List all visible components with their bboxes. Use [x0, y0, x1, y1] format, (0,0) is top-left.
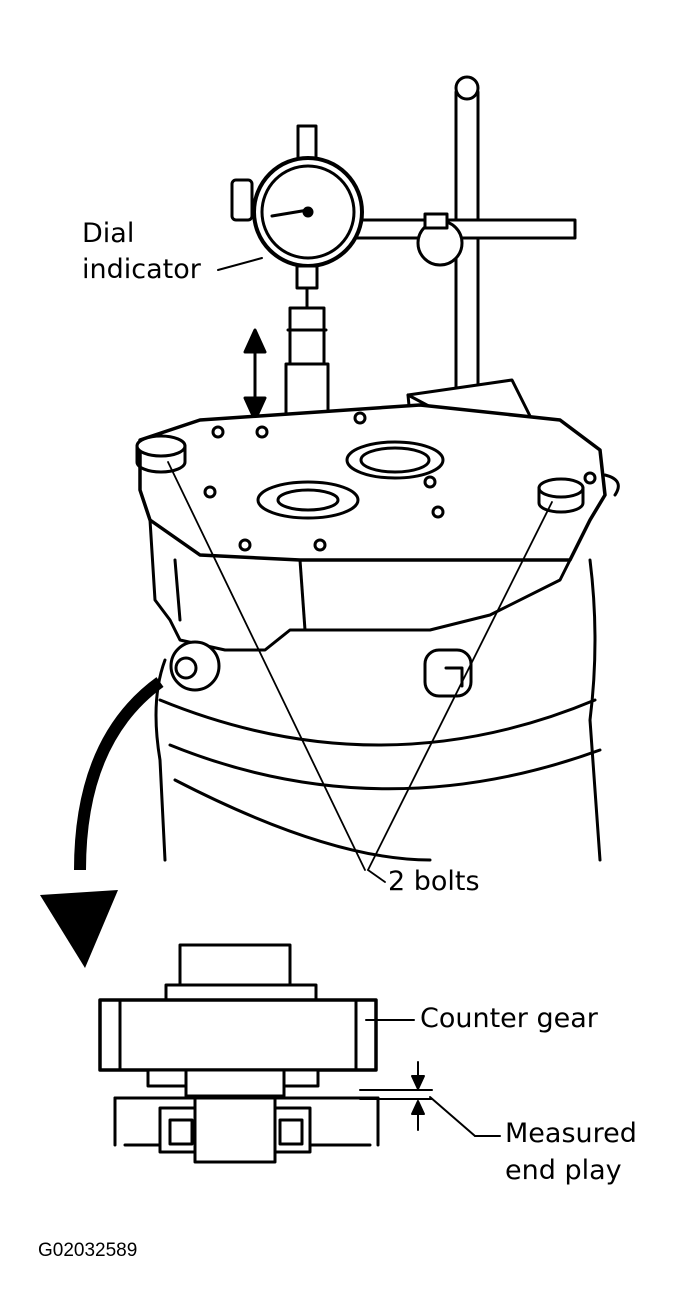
figure-id: G02032589 — [38, 1240, 138, 1261]
bolts-label: 2 bolts — [388, 866, 480, 897]
counter-gear-label: Counter gear — [420, 1003, 598, 1034]
end-play-label-line2: end play — [505, 1155, 622, 1186]
dial-indicator-leader — [217, 257, 263, 271]
dial-indicator — [230, 124, 364, 314]
dial-indicator-label-line1: Dial — [82, 218, 135, 249]
movement-arrow — [243, 328, 267, 422]
transmission-case — [148, 518, 602, 862]
bolt-leader-lines — [167, 461, 553, 883]
dial-indicator-label-line2: indicator — [82, 254, 201, 285]
detail-arrow — [40, 677, 164, 968]
end-play-label-line1: Measured — [505, 1118, 637, 1149]
counter-gear-detail — [98, 943, 380, 1164]
end-play-indicator — [359, 1061, 501, 1137]
case-top-plate — [135, 403, 620, 562]
